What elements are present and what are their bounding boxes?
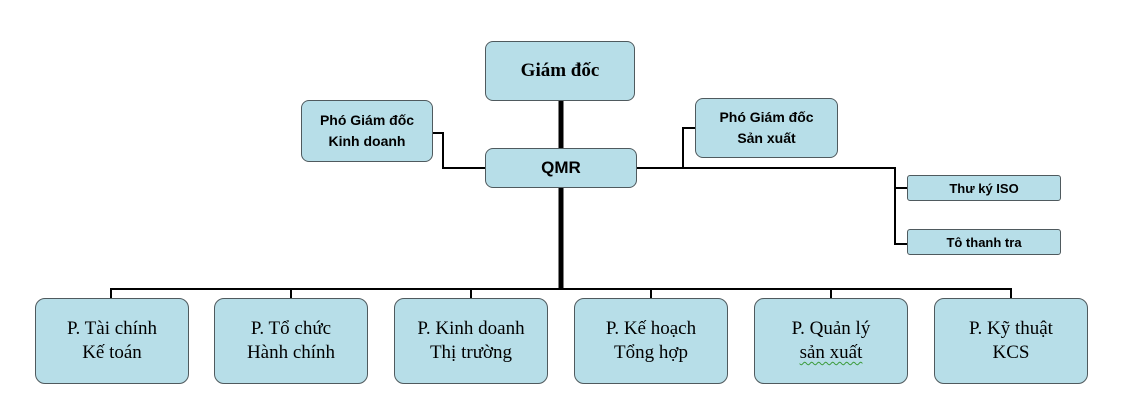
deputy-production-line-2: Sản xuất <box>737 130 796 146</box>
dept-line-2: KCS <box>992 342 1030 363</box>
deputy-business-line-1: Phó Giám đốc <box>319 112 415 128</box>
deputy-production-box: Phó Giám đốc Sản xuất <box>695 98 838 158</box>
inspection-team-box: Tô thanh tra <box>907 229 1061 255</box>
dept-line-1: P. Quản lý <box>791 318 871 339</box>
deputy-business-connector <box>433 132 485 169</box>
deputy-production-connector <box>637 127 695 169</box>
dept-line-2: Thị trường <box>429 342 513 363</box>
deputy-business-box: Phó Giám đốc Kinh doanh <box>301 100 433 162</box>
iso-secretary-label: Thư ký ISO <box>949 180 1019 196</box>
dept-line-2: sản xuất <box>799 342 863 363</box>
dept-box-technical: P. Kỹ thuật KCS <box>934 298 1088 384</box>
dept-line-1: P. Kinh doanh <box>417 318 525 339</box>
iso-secretary-box: Thư ký ISO <box>907 175 1061 201</box>
dept-line-2: Kế toán <box>82 342 142 363</box>
dept-line-2: Hành chính <box>246 342 336 363</box>
dept-line-1: P. Kỹ thuật <box>969 318 1053 339</box>
qmr-box: QMR <box>485 148 637 188</box>
deputy-production-line-1: Phó Giám đốc <box>719 109 814 125</box>
dept-line-1: P. Kế hoạch <box>605 318 697 339</box>
dept-line-1: P. Tài chính <box>67 318 157 339</box>
dept-line-1: P. Tổ chức <box>250 318 332 339</box>
qmr-label: QMR <box>541 158 581 177</box>
qmr-right-connector <box>637 167 907 245</box>
director-label: Giám đốc <box>520 60 600 81</box>
dept-box-organization: P. Tổ chức Hành chính <box>214 298 368 384</box>
dept-box-finance: P. Tài chính Kế toán <box>35 298 189 384</box>
director-box: Giám đốc <box>485 41 635 101</box>
dept-box-planning: P. Kế hoạch Tổng hợp <box>574 298 728 384</box>
dept-box-business: P. Kinh doanh Thị trường <box>394 298 548 384</box>
dept-line-2: Tổng hợp <box>614 342 688 363</box>
inspection-team-label: Tô thanh tra <box>946 234 1022 250</box>
dept-box-production-management: P. Quản lý sản xuất <box>754 298 908 384</box>
deputy-business-line-2: Kinh doanh <box>328 133 406 149</box>
